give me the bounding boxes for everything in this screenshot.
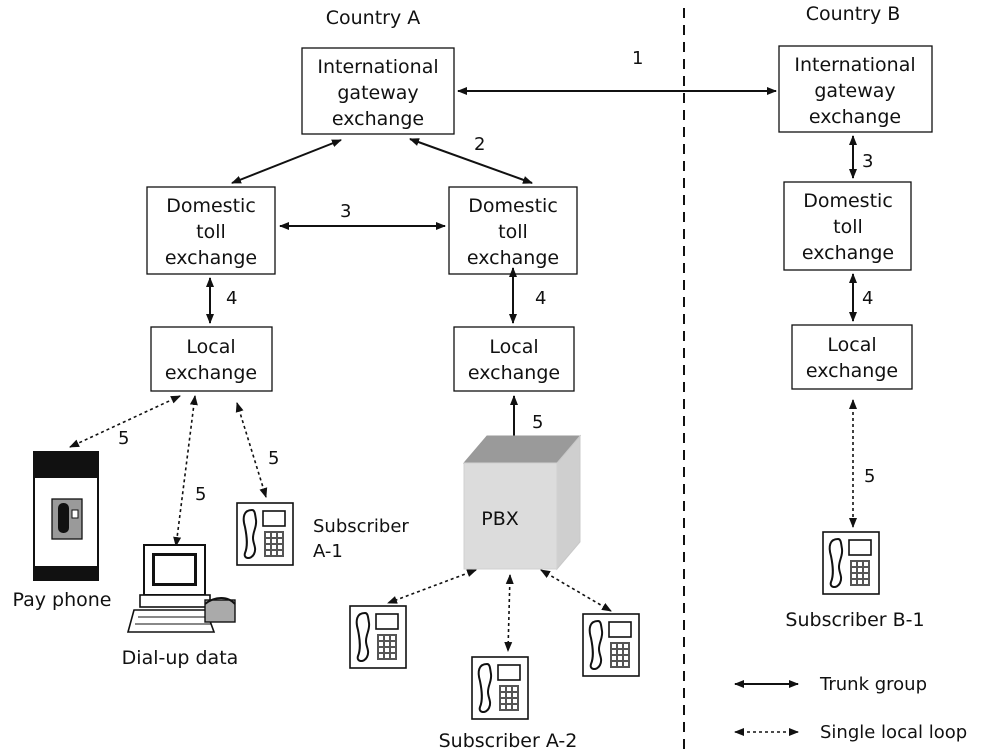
svg-text:gateway: gateway (337, 82, 418, 104)
link-label-3a: 3 (340, 201, 351, 222)
svg-text:International: International (794, 54, 915, 76)
local-exchange-b: Local exchange (791, 324, 913, 390)
subscriber-a1-phone-icon (236, 502, 294, 566)
domestic-toll-a-left: Domestic toll exchange (146, 186, 276, 275)
subscriber-a1-label-line1: Subscriber (313, 516, 409, 537)
legend-trunk-label: Trunk group (819, 674, 927, 695)
legend-loop-label: Single local loop (820, 722, 967, 743)
svg-text:Domestic: Domestic (468, 195, 558, 217)
subscriber-a2-phone-right-icon (582, 613, 640, 677)
intl-gateway-a: International gateway exchange (301, 47, 455, 135)
pbx-cube: PBX (462, 434, 582, 571)
svg-text:exchange: exchange (165, 247, 257, 269)
dialup-label: Dial-up data (122, 647, 239, 669)
link-label-2: 2 (474, 134, 485, 155)
svg-text:toll: toll (833, 216, 863, 238)
subscriber-a2-label: Subscriber A-2 (439, 730, 578, 752)
svg-text:Domestic: Domestic (803, 190, 893, 212)
subscriber-a1-label-line2: A-1 (313, 541, 343, 562)
link-label-5-sub-a1: 5 (268, 448, 279, 469)
svg-text:International: International (317, 56, 438, 78)
subscriber-b1-label: Subscriber B-1 (785, 609, 924, 631)
link-label-5-dialup: 5 (195, 484, 206, 505)
loop-pbx-phone-middle (504, 574, 514, 652)
link-label-4c: 4 (862, 288, 873, 309)
computer-icon (126, 544, 236, 633)
svg-text:Local: Local (186, 336, 235, 358)
payphone-icon (33, 451, 99, 581)
domestic-toll-b: Domestic toll exchange (783, 181, 912, 271)
svg-text:exchange: exchange (467, 247, 559, 269)
country-a-label: Country A (326, 7, 421, 29)
svg-text:Domestic: Domestic (166, 195, 256, 217)
svg-text:exchange: exchange (806, 360, 898, 382)
svg-text:exchange: exchange (332, 108, 424, 130)
svg-text:exchange: exchange (809, 106, 901, 128)
loop-pbx-phone-left (387, 569, 477, 604)
link-label-4a: 4 (226, 288, 237, 309)
loop-dialup (173, 395, 198, 547)
link-label-5-sub-b1: 5 (864, 466, 875, 487)
loop-payphone (69, 395, 181, 448)
link-label-1: 1 (632, 48, 643, 69)
svg-text:gateway: gateway (814, 80, 895, 102)
link-label-3b: 3 (862, 151, 873, 172)
loop-subscriber-a1 (235, 402, 268, 498)
subscriber-a2-phone-middle-icon (471, 656, 529, 720)
loop-pbx-phone-right (540, 569, 612, 612)
svg-text:exchange: exchange (802, 242, 894, 264)
svg-text:Local: Local (827, 334, 876, 356)
pbx-label: PBX (481, 508, 519, 530)
svg-text:exchange: exchange (165, 362, 257, 384)
subscriber-b1-phone-icon (822, 531, 880, 595)
svg-text:Local: Local (489, 336, 538, 358)
local-exchange-a-right: Local exchange (453, 326, 575, 392)
svg-text:exchange: exchange (468, 362, 560, 384)
legend: Trunk group Single local loop (734, 674, 967, 743)
subscriber-a2-phone-left-icon (349, 605, 407, 669)
local-exchange-a-left: Local exchange (150, 326, 273, 392)
payphone-label: Pay phone (13, 589, 112, 611)
country-b-label: Country B (806, 3, 901, 25)
link-label-4b: 4 (535, 288, 546, 309)
domestic-toll-a-right: Domestic toll exchange (448, 186, 578, 275)
intl-gateway-b: International gateway exchange (778, 45, 933, 133)
svg-text:toll: toll (498, 221, 528, 243)
link-label-5-payphone: 5 (118, 428, 129, 449)
svg-text:toll: toll (196, 221, 226, 243)
trunk-intl-to-toll-left (231, 139, 342, 184)
trunk-intl-to-toll-right (409, 138, 533, 184)
link-label-5-pbx: 5 (532, 412, 543, 433)
